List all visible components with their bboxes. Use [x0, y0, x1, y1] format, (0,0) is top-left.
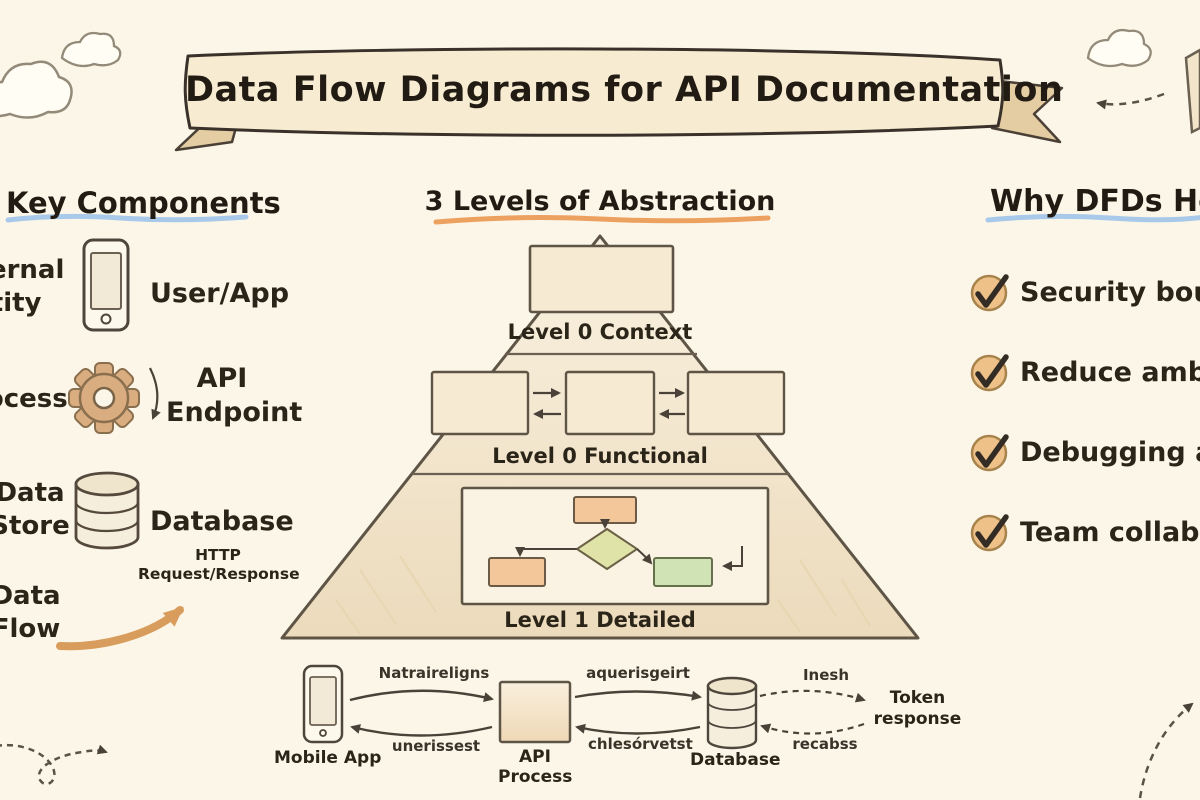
dashed-doodle-bottom-right	[1138, 702, 1194, 799]
label-line: HTTP	[195, 546, 241, 564]
label-line: API	[519, 747, 551, 767]
check-icon	[970, 514, 1009, 552]
label-line: Token	[889, 688, 946, 708]
dashed-doodle-bottom-left	[0, 743, 108, 786]
underline-why-dfds	[985, 213, 1200, 223]
cloud-icon-top-left	[0, 60, 73, 119]
smartphone-icon	[82, 238, 130, 332]
mobile-phone-icon	[302, 664, 344, 744]
term-line: Entity	[0, 288, 42, 318]
level1-functional-boxes	[430, 370, 786, 436]
database-cylinder-icon	[706, 676, 758, 750]
banner-title: Data Flow Diagrams for API Documentation	[185, 70, 1064, 110]
label-line: Request/Response	[138, 565, 300, 583]
database-icon	[74, 471, 140, 550]
label-database: Database	[150, 506, 294, 537]
check-icon	[970, 354, 1009, 392]
term-data-flow: Data Flow	[0, 580, 78, 646]
label-arrow2-top: aquerisgeirt	[586, 664, 690, 682]
level0-context-box	[528, 244, 675, 314]
label-level0-context: Level 0 Context	[507, 320, 693, 344]
label-user-app: User/App	[150, 278, 290, 309]
term-process: Process	[0, 384, 68, 414]
check-icon	[970, 274, 1009, 312]
flow-arrows	[349, 689, 866, 737]
level2-detailed-flowchart	[460, 486, 770, 606]
label-api-process: API Process	[498, 747, 572, 787]
term-line: Flow	[0, 614, 61, 644]
label-arrow1-bottom: unerissest	[391, 737, 481, 755]
label-mobile-app: Mobile App	[274, 748, 382, 768]
cloud-icon-top-left-small	[60, 31, 122, 68]
label-database-flow: Database	[690, 750, 781, 770]
label-line: Endpoint	[166, 397, 303, 428]
why-item-security-boundaries: Security boundaries	[1020, 277, 1200, 308]
heading-levels-of-abstraction: 3 Levels of Abstraction	[424, 186, 776, 217]
label-line: response	[873, 709, 962, 729]
underline-key-components	[5, 213, 249, 223]
gear-pointer-arrow	[149, 367, 161, 420]
heading-key-components: Key Components	[6, 186, 281, 220]
curved-arrow-icon	[56, 606, 184, 651]
label-arrow1-top: Natraireligns	[378, 664, 490, 682]
label-line: API	[196, 363, 248, 394]
label-api-endpoint: API Endpoint	[166, 362, 303, 430]
label-line: Process	[498, 767, 573, 787]
term-external-entity: External Entity	[0, 254, 65, 320]
label-level1-detailed: Level 1 Detailed	[504, 608, 696, 632]
heading-why-dfds-help: Why DFDs Help	[990, 184, 1200, 219]
label-arrow3-bottom: recabss	[792, 735, 858, 753]
label-level0-functional: Level 0 Functional	[492, 444, 708, 468]
label-arrow3-top: Inesh	[802, 666, 850, 684]
underline-levels	[433, 215, 771, 225]
why-item-debugging-aid: Debugging aid	[1020, 437, 1200, 468]
label-arrow2-bottom: chlesórvetst	[588, 735, 693, 753]
term-line: External	[0, 255, 65, 285]
gear-icon	[68, 362, 140, 434]
term-line: Data	[0, 478, 65, 508]
check-icon	[970, 434, 1009, 472]
cloud-icon-top-right	[1086, 28, 1152, 68]
label-http-request-response: HTTP Request/Response	[138, 546, 300, 584]
banner-ribbon	[174, 47, 1064, 152]
sketch-doodle-right-edge	[1184, 48, 1200, 134]
term-line: Store	[0, 511, 70, 541]
dashed-arrow-top-right	[1096, 92, 1165, 110]
term-data-store: Data Store	[0, 477, 82, 543]
why-item-team-collaboration: Team collaboration	[1020, 517, 1200, 548]
why-item-reduce-ambiguity: Reduce ambiguity	[1020, 357, 1200, 388]
api-process-box	[498, 680, 572, 744]
label-token-response: Token response	[870, 688, 965, 730]
term-line: Data	[0, 581, 61, 611]
